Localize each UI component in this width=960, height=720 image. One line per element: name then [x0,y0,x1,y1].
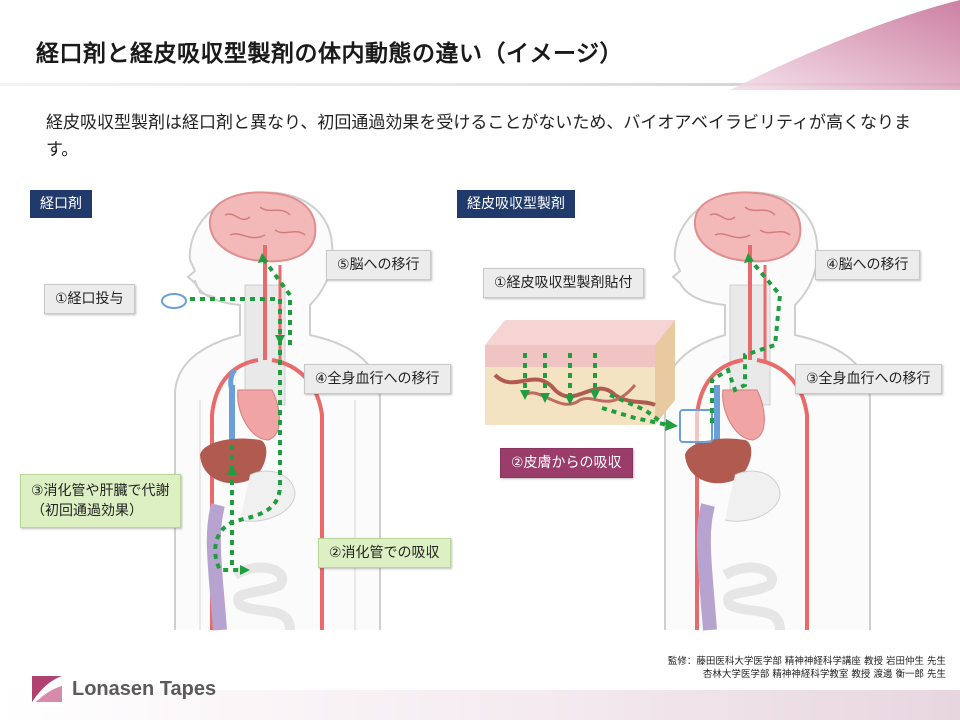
supervision-line2: 杏林大学医学部 精神神経科学教室 教授 渡邊 衡一郎 先生 [702,669,946,680]
skin-to-body-arrow [601,406,678,431]
step-brain-transfer-right: ④脳への移行 [815,250,920,280]
step-oral-administration: ①経口投与 [44,284,135,314]
logo-text: Lonasen Tapes [72,677,217,700]
brand-logo: Lonasen Tapes [30,672,216,706]
step-patch-application: ①経皮吸収型製剤貼付 [483,268,644,298]
panel-label-oral: 経口剤 [30,190,92,218]
lead-text: 経皮吸収型製剤は経口剤と異なり、初回通過効果を受けることがないため、バイオアベイ… [46,113,911,160]
corner-decoration [730,0,960,90]
left-body-illustration [161,191,381,631]
step-brain-transfer-left: ⑤脳への移行 [326,250,431,280]
panel-label-transdermal: 経皮吸収型製剤 [457,190,575,218]
page-title: 経口剤と経皮吸収型製剤の体内動態の違い（イメージ） [36,41,624,67]
right-body-illustration [664,191,871,631]
metabolism-line1: ③消化管や肝臓で代謝 [31,483,170,499]
step-first-pass-metabolism: ③消化管や肝臓で代謝 （初回通過効果） [20,474,181,528]
footer-band [0,690,960,720]
step-gi-absorption: ②消化管での吸収 [318,538,451,568]
step-systemic-left: ④全身血行への移行 [304,364,451,394]
title-bar: 経口剤と経皮吸収型製剤の体内動態の違い（イメージ） [0,0,960,90]
supervision-line1: 監修：藤田医科大学医学部 精神神経科学講座 教授 岩田仲生 先生 [667,656,946,667]
step-skin-absorption: ②皮膚からの吸収 [500,448,633,478]
step-systemic-right: ③全身血行への移行 [795,364,942,394]
skin-cross-section [485,320,675,427]
title-divider [0,83,960,86]
logo-mark-icon [30,672,64,706]
supervision-credits: 監修：藤田医科大学医学部 精神神経科学講座 教授 岩田仲生 先生 杏林大学医学部… [668,655,946,681]
metabolism-line2: （初回通過効果） [31,503,143,519]
